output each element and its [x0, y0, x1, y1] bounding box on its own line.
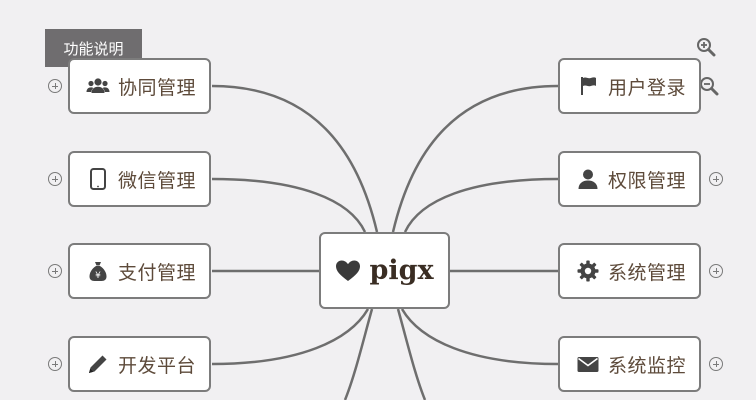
envelope-icon	[576, 352, 600, 376]
node-label: 微信管理	[118, 169, 197, 192]
node-label: 系统管理	[608, 261, 687, 284]
node-user-login[interactable]: 用户登录	[558, 58, 701, 114]
center-node-pigx[interactable]: pigx	[319, 232, 450, 309]
center-label: pigx	[369, 255, 434, 286]
connector-right-1	[391, 84, 559, 233]
user-icon	[576, 167, 600, 191]
expand-toggle-right-4[interactable]	[709, 357, 723, 371]
gear-icon	[576, 259, 600, 283]
pencil-icon	[86, 352, 110, 376]
zoom-in-icon[interactable]	[696, 37, 716, 57]
connector-right-4	[400, 308, 559, 366]
expand-toggle-left-1[interactable]	[48, 79, 62, 93]
node-development-platform[interactable]: 开发平台	[68, 336, 211, 392]
money-bag-icon: ¥	[86, 259, 110, 283]
node-label: 支付管理	[118, 261, 197, 284]
flag-icon	[576, 74, 600, 98]
node-payment-management[interactable]: ¥ 支付管理	[68, 243, 211, 299]
node-permission-management[interactable]: 权限管理	[558, 151, 701, 207]
connector-left-5	[343, 308, 374, 400]
tablet-icon	[86, 167, 110, 191]
expand-toggle-right-3[interactable]	[709, 264, 723, 278]
users-icon	[86, 74, 110, 98]
connector-right-2	[403, 177, 559, 233]
node-collaboration-management[interactable]: 协同管理	[68, 58, 211, 114]
tag-label: 功能说明	[63, 39, 124, 58]
node-system-management[interactable]: 系统管理	[558, 243, 701, 299]
expand-toggle-right-2[interactable]	[709, 172, 723, 186]
heart-icon	[335, 259, 361, 283]
zoom-out-icon[interactable]	[699, 76, 719, 96]
node-label: 系统监控	[608, 354, 687, 377]
connector-left-2	[211, 177, 367, 233]
node-label: 用户登录	[608, 76, 687, 99]
svg-text:¥: ¥	[95, 271, 101, 281]
connector-left-1	[211, 84, 379, 233]
expand-toggle-left-3[interactable]	[48, 264, 62, 278]
node-wechat-management[interactable]: 微信管理	[68, 151, 211, 207]
node-label: 开发平台	[118, 354, 197, 377]
node-label: 权限管理	[608, 169, 687, 192]
expand-toggle-left-4[interactable]	[48, 357, 62, 371]
connector-right-5	[396, 308, 427, 400]
expand-toggle-left-2[interactable]	[48, 172, 62, 186]
node-system-monitoring[interactable]: 系统监控	[558, 336, 701, 392]
node-label: 协同管理	[118, 76, 197, 99]
connector-left-4	[211, 308, 370, 366]
